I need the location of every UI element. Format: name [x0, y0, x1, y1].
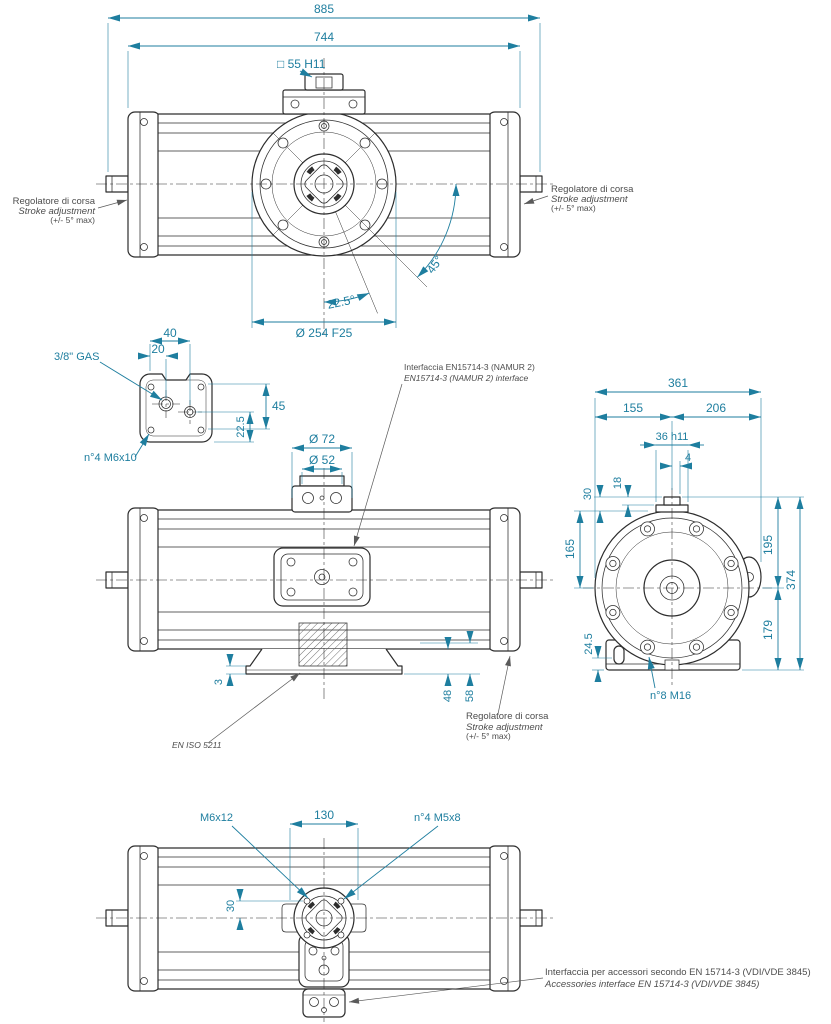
end-bolt-bosses	[605, 521, 739, 655]
side-stroke-line2: Stroke adjustment	[466, 722, 543, 733]
end-view	[583, 488, 772, 688]
side-left-end-cap	[127, 507, 161, 652]
dim-30-end: 30	[582, 488, 594, 500]
front-right-end-cap	[487, 111, 521, 258]
bottom-right-end-cap	[487, 845, 521, 992]
dim-36h11: 36 h11	[656, 431, 689, 443]
stroke-right-line2: Stroke adjustment	[551, 194, 628, 205]
stroke-right-line3: (+/- 5° max)	[551, 203, 596, 213]
dim-d72: Ø 72	[309, 432, 335, 446]
dim-20: 20	[151, 342, 165, 356]
dim-flange-diameter: Ø 254 F25	[296, 326, 353, 340]
square-drive-label: □ 55 H11	[277, 57, 326, 71]
bottom-labels: Interfaccia per accessori secondo EN 157…	[348, 967, 811, 1004]
m5x8-label: n°4 M5x8	[414, 812, 461, 824]
dim-body-width: 744	[314, 30, 334, 44]
bottom-dimensions: M6x12 130 n°4 M5x8 30	[200, 808, 461, 930]
front-left-end-cap	[127, 111, 161, 258]
dim-195: 195	[761, 535, 775, 555]
dim-179: 179	[761, 620, 775, 640]
dim-155: 155	[623, 401, 643, 415]
dim-overall-width: 885	[314, 2, 334, 16]
accessories-interface-label-it: Interfaccia per accessori secondo EN 157…	[545, 967, 811, 978]
side-stroke-line1: Regolatore di corsa	[466, 711, 549, 722]
corner-screws-label: n°4 M6x10	[84, 452, 137, 464]
stroke-left-line2: Stroke adjustment	[18, 206, 95, 217]
side-right-end-cap	[487, 507, 521, 652]
side-labels: Interfaccia EN15714-3 (NAMUR 2) EN15714-…	[172, 362, 549, 750]
dim-4: 4	[685, 452, 691, 464]
side-view	[96, 468, 556, 700]
bottom-view	[96, 838, 556, 1022]
namur-interface-label-en: EN15714-3 (NAMUR 2) interface	[404, 373, 529, 383]
dim-58: 58	[464, 690, 476, 702]
port-detail-dimensions: 40 20 3/8" GAS 45 22.5 n°4 M6x10	[54, 326, 286, 464]
dim-206: 206	[706, 401, 726, 415]
front-stroke-labels: Regolatore di corsa Stroke adjustment (+…	[13, 184, 634, 225]
front-dimensions: 885 744 □ 55 H11 Ø 254 F25 45° 22.5°	[107, 2, 541, 340]
dim-45: 45	[272, 399, 286, 413]
side-ribbed-block	[298, 622, 348, 667]
dim-24-5: 24.5	[583, 633, 595, 654]
dim-374: 374	[784, 570, 798, 590]
gas-port-label: 3/8" GAS	[54, 351, 99, 363]
dim-30-bottom: 30	[225, 900, 237, 912]
dim-18: 18	[612, 477, 624, 489]
stroke-right-line1: Regolatore di corsa	[551, 184, 634, 195]
side-top-port-block	[291, 485, 353, 513]
end-base-slot	[613, 645, 625, 665]
stroke-left-line3: (+/- 5° max)	[50, 215, 95, 225]
dim-130: 130	[314, 808, 334, 822]
bottom-left-end-cap	[127, 845, 161, 992]
namur-interface-label-it: Interfaccia EN15714-3 (NAMUR 2)	[404, 362, 535, 372]
accessories-interface-label-en: Accessories interface EN 15714-3 (VDI/VD…	[544, 979, 759, 990]
dim-361: 361	[668, 376, 688, 390]
port-detail-view	[139, 373, 213, 443]
iso-5211-label: EN ISO 5211	[172, 740, 222, 750]
dim-40: 40	[163, 326, 177, 340]
front-view	[96, 58, 556, 334]
dim-angle-45: 45°	[424, 253, 446, 276]
dim-3: 3	[213, 679, 225, 685]
side-stroke-line3: (+/- 5° max)	[466, 731, 511, 741]
dim-22-5: 22.5	[235, 416, 247, 437]
dim-d52: Ø 52	[309, 453, 335, 467]
dim-165: 165	[563, 539, 577, 559]
end-dimensions: 361 155 206 36 h11 4 18 30 165 195 179 3…	[563, 376, 804, 702]
stroke-left-line1: Regolatore di corsa	[13, 196, 96, 207]
dim-angle-22-5: 22.5°	[326, 292, 357, 312]
dim-48: 48	[442, 690, 454, 702]
m6x12-label: M6x12	[200, 812, 233, 824]
side-dimensions: Ø 72 Ø 52 3 48 58	[213, 432, 480, 702]
end-screws-label: n°8 M16	[650, 690, 691, 702]
